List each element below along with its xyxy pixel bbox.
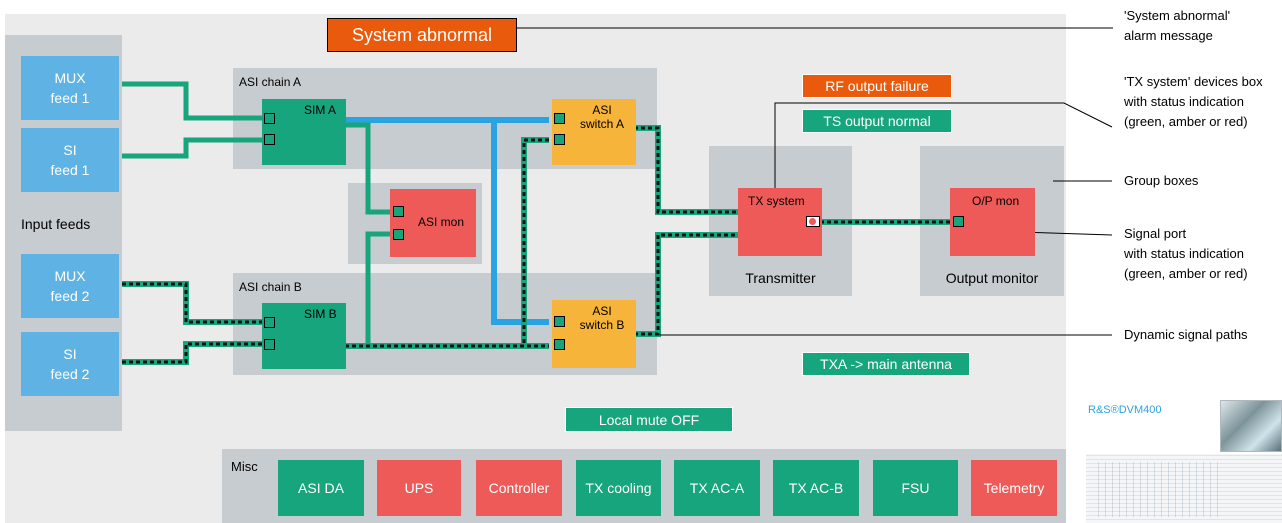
feed-si-2-line2: feed 2 [50,366,90,382]
annotation-group-boxes: Group boxes [1124,171,1198,191]
misc-tx-ac-b[interactable]: TX AC-B [773,460,859,516]
device-op-mon-label: O/P mon [972,194,1020,208]
annotation-signal-port-line1: Signal port [1124,226,1187,241]
status-ts-output-text: TS output normal [823,113,931,129]
port-sim-b-in2[interactable] [264,339,275,350]
input-feeds-label: Input feeds [21,216,91,232]
device-asi-mon[interactable]: ASI mon [390,189,476,257]
device-sim-a-label: SIM A [304,103,337,117]
annotation-alarm: 'System abnormal' alarm message [1124,6,1230,46]
feed-si-2[interactable]: SI feed 2 [21,332,119,396]
annotation-devices-box-line1: 'TX system' devices box [1124,74,1263,89]
device-switch-a-line1: ASI [592,103,612,117]
device-switch-a[interactable]: ASI switch A [552,99,636,165]
misc-fsu[interactable]: FSU [873,460,958,516]
device-switch-a-line2: switch A [579,117,624,131]
feed-mux-2-line2: feed 2 [50,288,90,304]
device-asi-mon-label: ASI mon [418,215,465,229]
device-sim-a[interactable]: SIM A [262,99,346,165]
status-txa: TXA -> main antenna [802,352,970,376]
device-tx-system-label: TX system [748,194,805,208]
annotation-alarm-line2: alarm message [1124,28,1213,43]
feed-mux-2[interactable]: MUX feed 2 [21,254,119,318]
misc-telemetry[interactable]: Telemetry [971,460,1057,516]
misc-ups-label: UPS [404,480,434,496]
port-sim-a-in1[interactable] [264,113,275,124]
annotation-dynamic-paths-line1: Dynamic signal paths [1124,327,1248,342]
feed-si-1-line2: feed 1 [50,162,90,178]
misc-asi-da[interactable]: ASI DA [278,460,364,516]
port-op-mon-in[interactable] [953,216,964,227]
port-asi-mon-in1[interactable] [393,206,404,217]
annotation-devices-box-line2: with status indication [1124,94,1244,109]
misc-tx-ac-b-label: TX AC-B [788,480,844,496]
group-label-transmitter: Transmitter [745,270,816,286]
status-rf-output-text: RF output failure [825,78,929,94]
port-switch-a-in1[interactable] [554,113,565,124]
misc-tx-ac-a-label: TX AC-A [689,480,745,496]
device-op-mon[interactable]: O/P mon [950,188,1035,256]
misc-controller-label: Controller [488,480,550,496]
annotation-alarm-line1: 'System abnormal' [1124,8,1231,23]
group-label-output-monitor: Output monitor [945,270,1039,286]
group-label-chain-b: ASI chain B [239,280,302,294]
status-rf-output: RF output failure [802,74,952,98]
status-local-mute: Local mute OFF [565,407,733,432]
port-switch-b-in1[interactable] [554,316,565,327]
annotation-signal-port-line3: (green, amber or red) [1124,266,1248,281]
port-tx-system-out[interactable] [806,216,820,227]
annotation-group-boxes-line1: Group boxes [1124,173,1199,188]
misc-ups[interactable]: UPS [377,460,461,516]
misc-tx-ac-a[interactable]: TX AC-A [674,460,760,516]
device-switch-b-line2: switch B [579,318,625,332]
feed-si-1-line1: SI [63,142,77,158]
product-screen-image [1086,392,1282,523]
alarm-text: System abnormal [351,24,493,45]
status-ts-output: TS output normal [802,109,952,133]
status-local-mute-text: Local mute OFF [598,411,700,428]
feed-mux-2-line1: MUX [54,268,86,284]
port-switch-b-in2[interactable] [554,339,565,350]
group-label-chain-a: ASI chain A [239,75,302,89]
annotation-devices-box-line3: (green, amber or red) [1124,114,1248,129]
alarm-system-abnormal: System abnormal [327,18,517,52]
feed-si-1[interactable]: SI feed 1 [21,128,119,192]
device-sim-b-label: SIM B [304,307,337,321]
misc-controller[interactable]: Controller [476,460,562,516]
port-sim-a-in2[interactable] [264,134,275,145]
group-label-misc: Misc [231,459,258,474]
device-sim-b[interactable]: SIM B [262,303,346,369]
misc-telemetry-label: Telemetry [983,480,1045,496]
port-asi-mon-in2[interactable] [393,229,404,240]
annotation-signal-port-line2: with status indication [1124,246,1244,261]
status-txa-text: TXA -> main antenna [820,356,952,372]
annotation-signal-port: Signal port with status indication (gree… [1124,224,1248,284]
misc-fsu-label: FSU [901,480,930,496]
device-switch-b[interactable]: ASI switch B [552,300,636,368]
feed-mux-1-line1: MUX [54,70,86,86]
device-switch-b-line1: ASI [592,304,612,318]
product-name: R&S®DVM400 [1088,404,1162,416]
port-switch-a-in2[interactable] [554,134,565,145]
misc-asi-da-label: ASI DA [298,480,344,496]
port-sim-b-in1[interactable] [264,317,275,328]
annotation-dynamic-paths: Dynamic signal paths [1124,325,1248,345]
annotation-devices-box: 'TX system' devices box with status indi… [1124,72,1263,132]
feed-si-2-line1: SI [63,346,77,362]
misc-tx-cooling[interactable]: TX cooling [576,460,661,516]
feed-mux-1[interactable]: MUX feed 1 [21,56,119,120]
misc-tx-cooling-label: TX cooling [585,480,652,496]
feed-mux-1-line2: feed 1 [50,90,90,106]
